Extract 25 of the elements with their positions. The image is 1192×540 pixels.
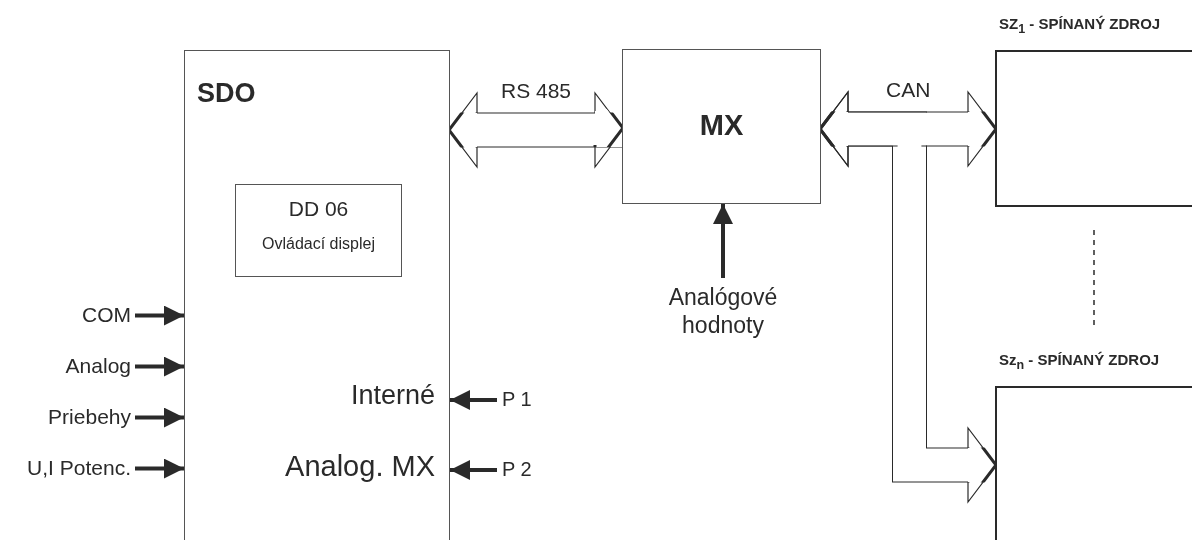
arrow <box>135 356 184 377</box>
arrow <box>135 407 184 428</box>
signal-label: Analog <box>65 353 131 379</box>
arrow <box>713 204 733 278</box>
signal-label: P 1 <box>502 387 532 411</box>
block-title: SDO <box>197 79 256 109</box>
signal-label: Priebehy <box>48 404 131 430</box>
signal-label: COM <box>82 302 131 328</box>
block-heading: Sz$_{n}$ - SPÍNANÝ ZDROJ <box>999 352 1160 373</box>
signal-label: Analógové hodnoty <box>663 284 783 340</box>
arrow <box>450 390 497 410</box>
display-box <box>235 184 402 277</box>
block-box <box>184 50 450 540</box>
block-description: Ovládací displej <box>261 235 376 253</box>
block-box <box>622 49 821 204</box>
signal-label: P 2 <box>502 457 532 481</box>
block-title: MX <box>698 110 745 142</box>
signal-label: U,I Potenc. <box>27 455 131 481</box>
input-label: Interné <box>350 381 435 411</box>
input-label: Analog. MX <box>285 451 435 483</box>
arrow <box>450 460 497 480</box>
arrow <box>135 305 184 326</box>
block-title: DD 06 <box>287 197 350 221</box>
arrow <box>135 458 184 479</box>
block-heading: SZ$_{1}$ - SPÍNANÝ ZDROJ <box>999 16 1161 37</box>
